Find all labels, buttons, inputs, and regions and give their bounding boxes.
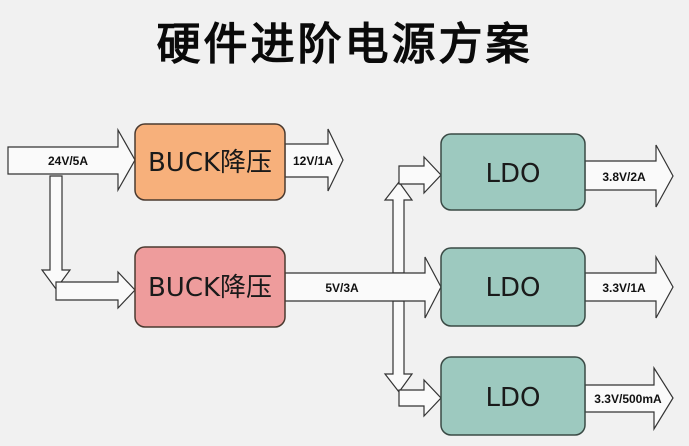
arrow-5v-bus [284,256,442,319]
arrow-input [7,127,136,193]
ldo-1-label: LDO [486,159,541,189]
buck-converter-1-label: BUCK降压 [148,148,272,178]
ldo3-output-label: 3.3V/500mA [594,392,662,406]
ldo-1-box [440,133,586,211]
ldo2-output-label: 3.3V/1A [602,281,646,295]
arrow-into-ldo1 [398,155,442,195]
ldo-3-box [440,356,586,436]
ldo1-output-label: 3.8V/2A [602,170,646,184]
ldo-3-label: LDO [486,383,541,413]
arrow-ldo2-output [584,254,674,319]
arrow-ldo1-output [584,144,674,208]
buck-converter-2-box [134,246,286,328]
buck-converter-2-label: BUCK降压 [148,273,272,303]
arrow-into-ldo3 [398,378,442,418]
arrow-12v-output [284,128,344,192]
buck1-output-label: 12V/1A [293,154,333,168]
arrow-up-to-ldo1 [383,180,414,274]
diagram-title: 硬件进阶电源方案 [156,19,533,70]
ldo-2-label: LDO [486,273,541,303]
input-voltage-label: 24V/5A [48,154,88,168]
buck2-output-label: 5V/3A [325,281,359,295]
arrow-down-to-ldo3 [383,300,414,394]
arrow-ldo3-output [584,365,674,432]
ldo-2-box [440,247,586,327]
buck-converter-1-box [134,123,286,201]
arrow-into-buck2 [55,270,136,310]
arrow-input-to-buck2-vertical [40,175,72,291]
